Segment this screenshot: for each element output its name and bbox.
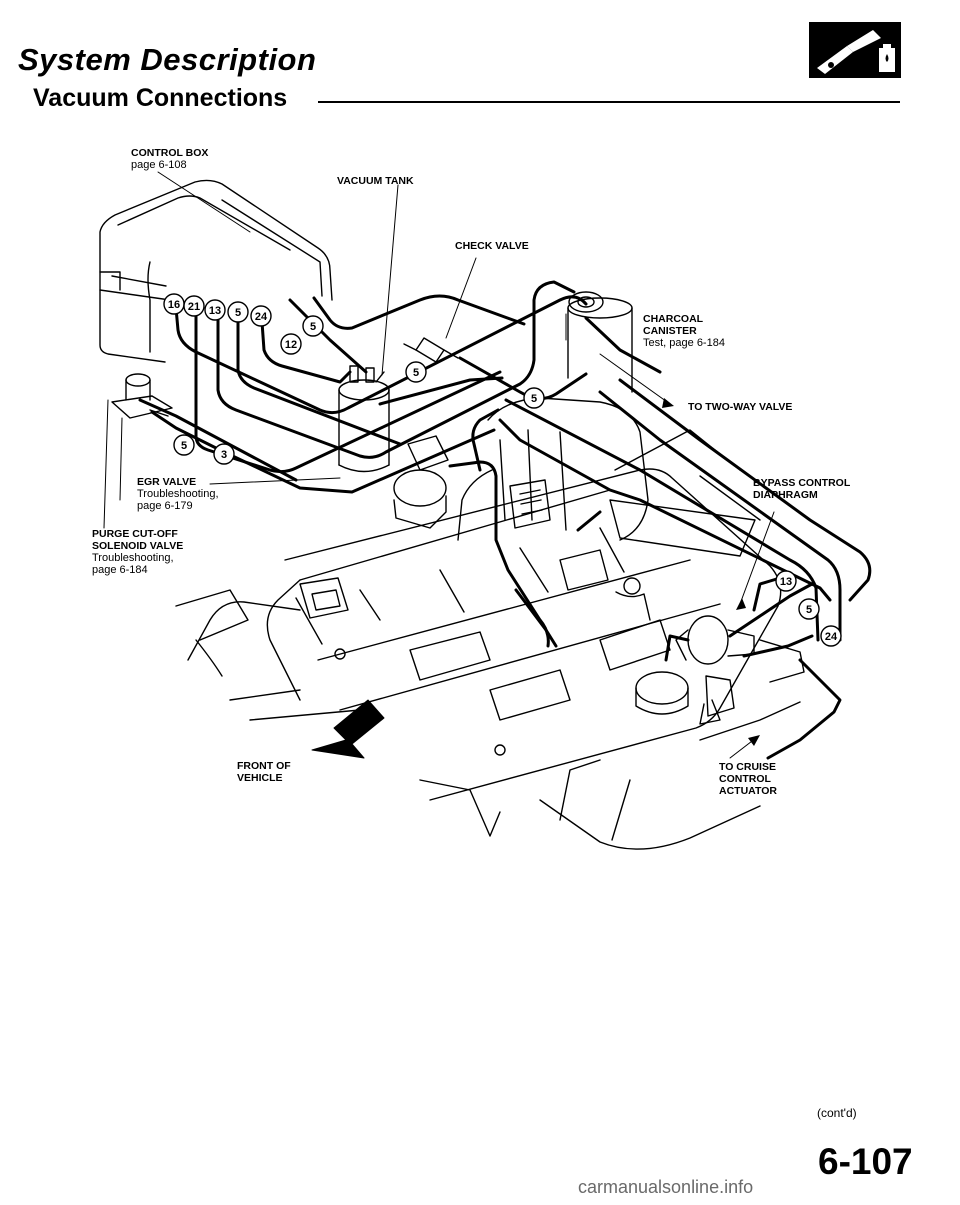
hose-marker-5: 5 bbox=[173, 434, 195, 456]
continued-note: (cont'd) bbox=[817, 1106, 857, 1120]
check-valve-shape bbox=[403, 337, 459, 363]
svg-text:5: 5 bbox=[413, 367, 419, 379]
hose-marker-21: 21 bbox=[183, 295, 205, 317]
svg-text:5: 5 bbox=[806, 604, 812, 616]
hose-marker-12: 12 bbox=[280, 333, 302, 355]
front-of-vehicle-label: FRONT OF VEHICLE bbox=[237, 760, 291, 784]
page-title: System Description bbox=[18, 42, 317, 77]
svg-text:13: 13 bbox=[780, 576, 792, 588]
svg-text:5: 5 bbox=[181, 440, 187, 452]
hose-marker-13: 13 bbox=[775, 570, 797, 592]
purge-solenoid-label: PURGE CUT-OFF SOLENOID VALVE Troubleshoo… bbox=[92, 528, 184, 576]
svg-text:13: 13 bbox=[209, 305, 221, 317]
control-box-label: CONTROL BOX page 6-108 bbox=[131, 147, 209, 171]
watermark: carmanualsonline.info bbox=[578, 1177, 754, 1197]
vacuum-hoses bbox=[138, 280, 872, 760]
bypass-diaphragm-label: BYPASS CONTROL DIAPHRAGM bbox=[753, 477, 851, 501]
leader-lines bbox=[103, 171, 775, 759]
engine-block-shape bbox=[175, 589, 801, 850]
hose-marker-5: 5 bbox=[798, 598, 820, 620]
hose-marker-5: 5 bbox=[405, 361, 427, 383]
hose-marker-5: 5 bbox=[302, 315, 324, 337]
svg-text:12: 12 bbox=[285, 339, 297, 351]
vacuum-tank-shape bbox=[338, 365, 390, 473]
two-way-valve-label: TO TWO-WAY VALVE bbox=[688, 401, 793, 413]
throttle-body-shape bbox=[457, 397, 649, 541]
egr-valve-shape bbox=[393, 435, 449, 529]
egr-valve-label: EGR VALVE Troubleshooting, page 6-179 bbox=[137, 476, 219, 512]
hose-marker-5: 5 bbox=[523, 387, 545, 409]
hose-marker-24: 24 bbox=[820, 625, 842, 647]
hose-marker-24: 24 bbox=[250, 305, 272, 327]
svg-text:24: 24 bbox=[255, 311, 268, 323]
hose-marker-3: 3 bbox=[213, 443, 235, 465]
hose-marker-13: 13 bbox=[204, 299, 226, 321]
check-valve-label: CHECK VALVE bbox=[455, 240, 529, 252]
arrowheads bbox=[662, 398, 760, 746]
emission-logo-icon bbox=[809, 22, 901, 78]
svg-text:5: 5 bbox=[310, 321, 316, 333]
svg-text:24: 24 bbox=[825, 631, 838, 643]
hose-marker-5: 5 bbox=[227, 301, 249, 323]
svg-text:5: 5 bbox=[531, 393, 537, 405]
cruise-actuator-label: TO CRUISE CONTROL ACTUATOR bbox=[719, 761, 777, 797]
svg-text:3: 3 bbox=[221, 449, 227, 461]
vacuum-tank-label: VACUUM TANK bbox=[337, 175, 414, 187]
charcoal-canister-label: CHARCOAL CANISTER Test, page 6-184 bbox=[643, 313, 725, 349]
charcoal-canister-shape bbox=[567, 291, 633, 393]
control-box-shape bbox=[99, 179, 333, 363]
cruise-actuator-shape bbox=[635, 639, 805, 725]
front-arrow-icon bbox=[311, 699, 385, 759]
section-subtitle: Vacuum Connections bbox=[33, 84, 288, 112]
page-number: 6-107 bbox=[818, 1141, 913, 1182]
svg-text:16: 16 bbox=[168, 299, 180, 311]
hose-number-markers: 16 21 13 5 24 5 12 5 5 5 3 13 5 24 bbox=[163, 293, 842, 647]
header-rule bbox=[318, 101, 900, 103]
hose-marker-16: 16 bbox=[163, 293, 185, 315]
svg-text:5: 5 bbox=[235, 307, 241, 319]
svg-text:21: 21 bbox=[188, 301, 200, 313]
